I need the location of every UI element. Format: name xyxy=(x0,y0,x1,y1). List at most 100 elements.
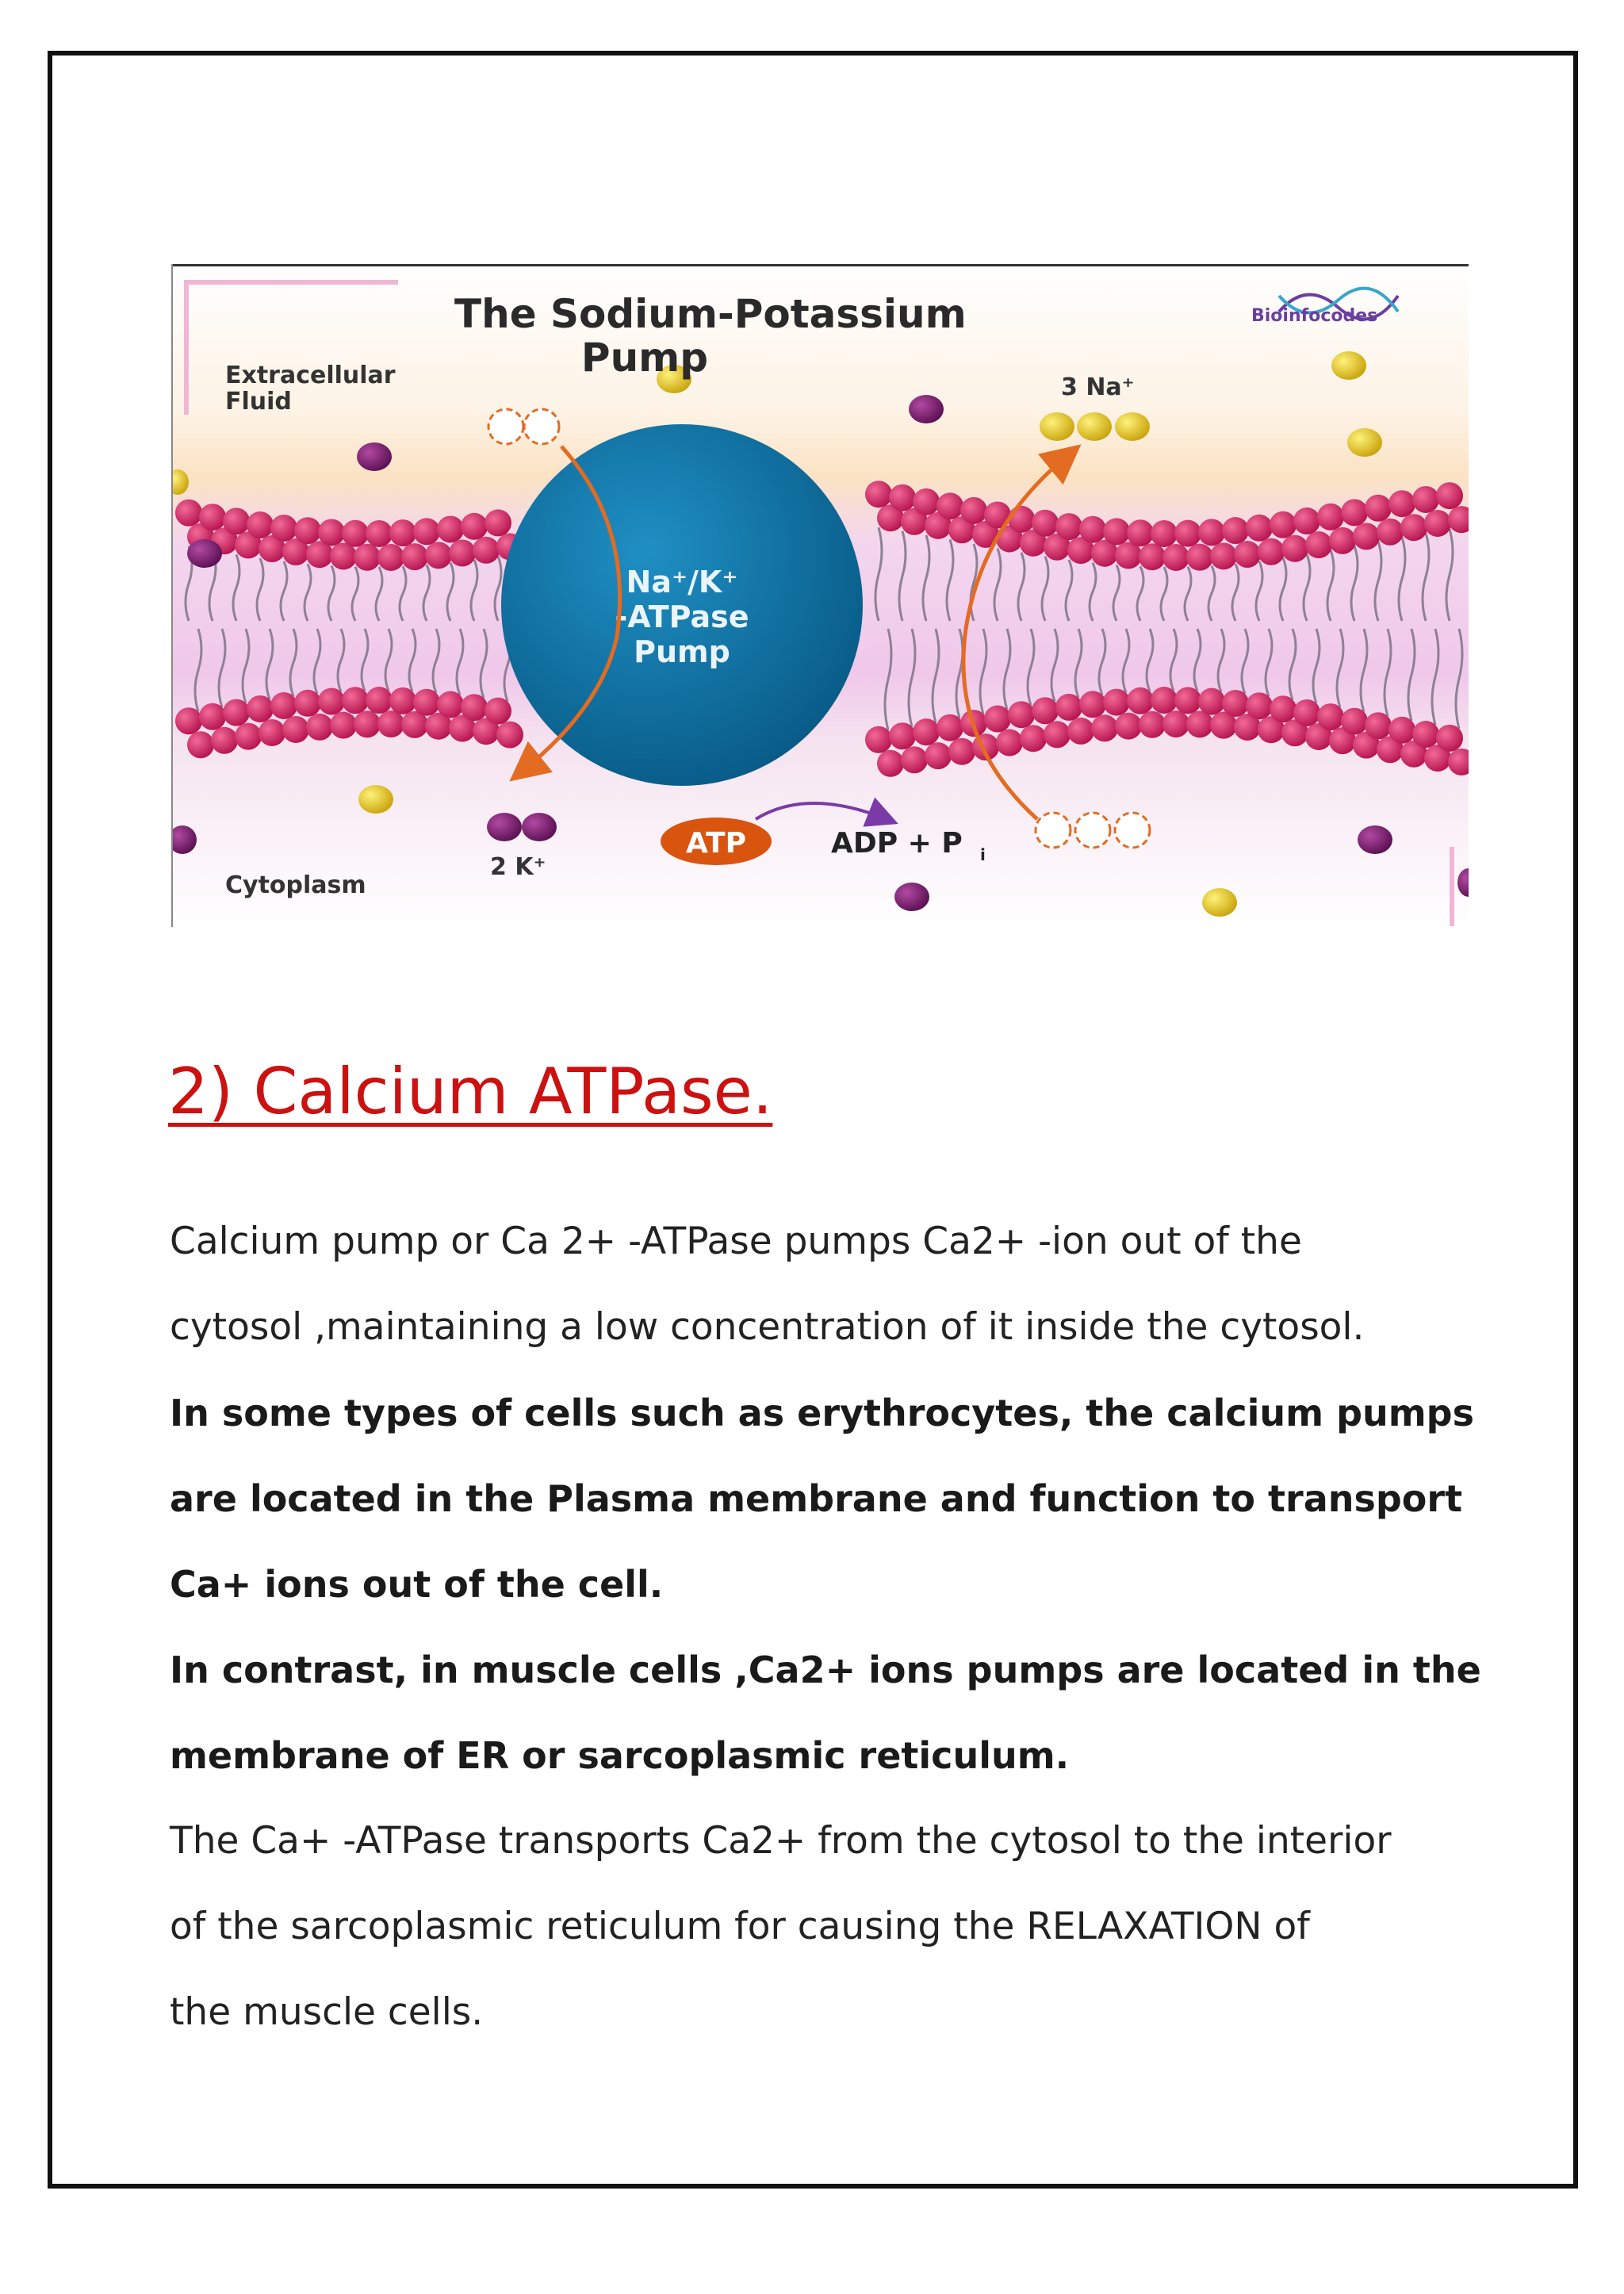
phospholipid-head xyxy=(366,519,393,547)
empty-binding-sites-bottom xyxy=(1034,811,1151,849)
phospholipid-head xyxy=(936,714,963,741)
pump-label-3: Pump xyxy=(634,634,730,669)
lipid-tail xyxy=(1312,628,1321,704)
atp-label: ATP xyxy=(686,827,746,860)
label-sodium: 3 Na⁺ xyxy=(1061,373,1135,401)
lipid-tail xyxy=(993,547,1002,622)
lipid-tail xyxy=(1407,628,1416,722)
lipid-tail xyxy=(255,557,265,622)
sodium-ions xyxy=(173,351,1382,917)
lipid-tail xyxy=(1207,565,1216,622)
paragraph-line: In some types of cells such as erythrocy… xyxy=(170,1392,1474,1434)
phospholipid-head xyxy=(282,715,309,743)
phospholipid-head xyxy=(449,714,476,742)
paragraph-line: are located in the Plasma membrane and f… xyxy=(170,1477,1463,1520)
phospholipid-head xyxy=(377,710,404,738)
phospholipid-head xyxy=(1151,687,1178,714)
lipid-tail xyxy=(1040,556,1050,622)
phospholipid-head xyxy=(1388,716,1415,744)
phospholipid-head xyxy=(318,519,345,546)
phospholipid-head xyxy=(294,517,321,545)
phospholipid-head xyxy=(1091,714,1118,742)
phospholipid-head xyxy=(342,519,369,547)
phospholipid-head xyxy=(425,542,452,569)
phospholipid-head xyxy=(1317,503,1344,530)
phospholipid-head xyxy=(1127,687,1154,714)
lipid-tail xyxy=(232,553,241,622)
phospholipid-head xyxy=(235,531,262,559)
label-extracellular-1: Extracellular xyxy=(225,362,396,389)
atp-badge xyxy=(661,818,772,865)
lipid-tail xyxy=(1288,628,1297,700)
phospholipid-head xyxy=(1412,721,1439,749)
lipid-tail xyxy=(241,628,251,704)
phospholipid-head xyxy=(1008,701,1035,729)
phospholipid-head xyxy=(354,543,381,571)
phospholipid-head xyxy=(1055,513,1082,541)
lipid-tail xyxy=(1359,628,1369,713)
phospholipid-head xyxy=(1222,517,1249,545)
phospholipid-head xyxy=(984,501,1011,529)
empty-binding-sites-top xyxy=(487,408,561,446)
bioinfocodes-logo: Bioinfocodes xyxy=(1251,286,1400,326)
phospholipid-head xyxy=(1139,710,1166,738)
phospholipid-head xyxy=(1448,506,1469,534)
phospholipid-head xyxy=(354,710,381,738)
lipid-tail xyxy=(408,628,417,692)
lipid-tail xyxy=(945,538,955,622)
paragraph-line: Calcium pump or Ca 2+ -ATPase pumps Ca2+… xyxy=(170,1220,1302,1263)
lipid-tail xyxy=(1335,628,1345,708)
potassium-arrow xyxy=(509,445,622,782)
pump-label-2: -ATPase xyxy=(615,599,749,634)
lipid-tail xyxy=(446,561,455,622)
paragraph-line: of the sarcoplasmic reticulum for causin… xyxy=(170,1905,1310,1948)
decor-bar-left xyxy=(184,280,189,415)
phospholipid-head xyxy=(1103,688,1130,716)
phospholipid-head xyxy=(199,703,226,730)
phospholipid-head xyxy=(901,507,928,535)
phospholipid-head xyxy=(1234,713,1261,741)
lipid-tail xyxy=(1159,566,1169,622)
phospholipid-head xyxy=(235,722,262,750)
phospholipid-head xyxy=(1436,482,1463,510)
phospholipid-head xyxy=(389,687,416,714)
lipid-tail xyxy=(289,628,298,697)
phospholipid-head xyxy=(865,726,892,753)
phospholipid-head xyxy=(437,691,464,718)
lipid-tail xyxy=(479,628,488,699)
phospholipid-head xyxy=(473,536,500,564)
phospholipid-head xyxy=(425,712,452,740)
phospholipid-head xyxy=(1377,518,1404,546)
phospholipid-head xyxy=(1341,499,1368,527)
phospholipid-head xyxy=(948,737,975,765)
phospholipid-head xyxy=(1174,687,1201,714)
phospholipid-head xyxy=(1032,509,1059,537)
adp-subscript: i xyxy=(980,845,986,864)
figure-title-1: The Sodium-Potassium xyxy=(454,291,967,337)
phospholipid-head xyxy=(270,691,297,719)
phospholipid-head xyxy=(401,543,428,571)
pump-label-1: Na⁺/K⁺ xyxy=(626,565,738,599)
phospholipid-head xyxy=(473,718,500,745)
phospholipid-head xyxy=(1139,543,1166,571)
phospholipid-head xyxy=(948,516,975,544)
lipid-tail xyxy=(193,628,203,712)
phospholipid-head xyxy=(223,699,250,726)
paragraph-line: cytosol ,maintaining a low concentration… xyxy=(170,1305,1365,1349)
phospholipid-head xyxy=(1020,529,1047,557)
lipid-tail xyxy=(303,563,312,622)
phospholipid-head xyxy=(1174,519,1201,547)
lipid-tail xyxy=(1169,628,1178,691)
phospholipid-head xyxy=(449,539,476,567)
lipid-tail xyxy=(217,628,227,708)
phospholipid-head xyxy=(1067,717,1094,745)
phospholipid-head xyxy=(318,687,345,715)
phospholipid-head xyxy=(1198,687,1225,715)
lipid-tail xyxy=(1302,553,1312,622)
phospholipid-head xyxy=(1162,543,1189,571)
potassium-ions xyxy=(173,395,1469,911)
phospholipid-head xyxy=(1162,710,1189,738)
atp-hydrolysis-arrow xyxy=(754,797,898,827)
lipid-tail xyxy=(1231,563,1240,622)
lipid-tail xyxy=(1383,628,1392,717)
